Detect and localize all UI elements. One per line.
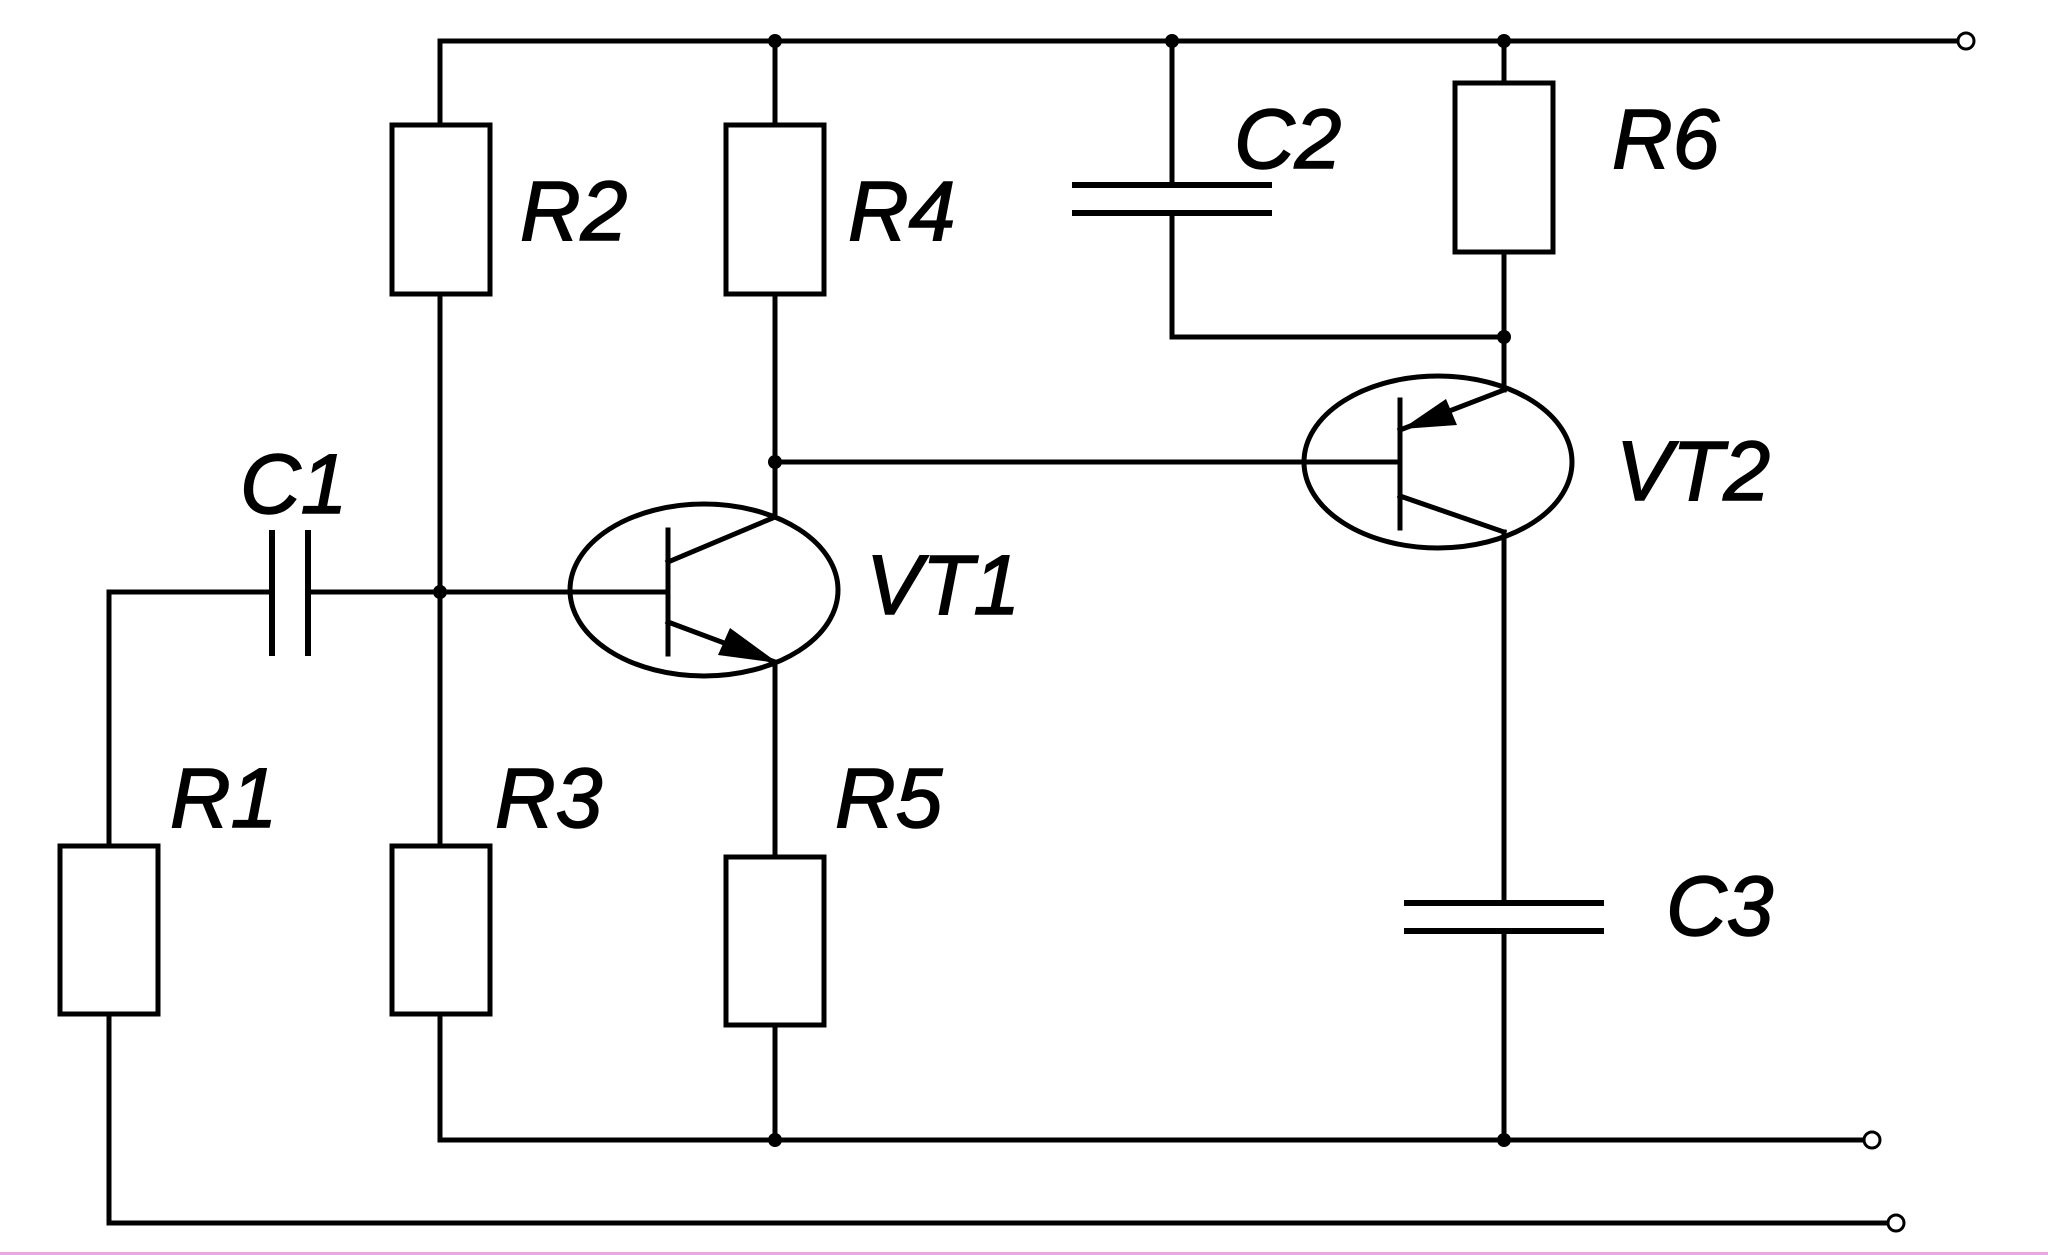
label-vt1: VT1 <box>866 538 1020 632</box>
input-branch <box>106 589 443 1226</box>
terminal-top <box>1956 31 1976 51</box>
capacitor-c1 <box>269 530 311 656</box>
label-c1: C1 <box>240 437 347 531</box>
wires <box>106 38 1961 1226</box>
label-r6: R6 <box>1612 92 1720 186</box>
resistor-r6 <box>1452 80 1556 255</box>
label-c2: C2 <box>1234 92 1341 186</box>
junction-dot <box>768 1133 782 1147</box>
bottom-edge-line <box>0 1252 2048 1255</box>
junction-dot <box>1497 330 1511 344</box>
capacitor-c3 <box>1404 900 1604 934</box>
label-r1: R1 <box>170 751 277 845</box>
label-c3: C3 <box>1666 859 1773 953</box>
c2-branch <box>1169 38 1507 340</box>
resistor-r2 <box>389 122 493 297</box>
junction-dot <box>1165 34 1179 48</box>
junction-dot <box>768 455 782 469</box>
transistor-vt2 <box>1301 373 1575 551</box>
junction-dot <box>1497 34 1511 48</box>
resistor-r1 <box>57 843 161 1017</box>
resistor-r4 <box>723 122 827 297</box>
capacitor-c2 <box>1072 182 1272 216</box>
label-r2: R2 <box>520 164 627 258</box>
label-r5: R5 <box>835 751 943 845</box>
label-r4: R4 <box>848 164 955 258</box>
resistor-r5 <box>723 854 827 1028</box>
terminal-middle <box>1862 1130 1882 1150</box>
junction-dot <box>1497 1133 1511 1147</box>
transistor-vt1 <box>567 501 841 679</box>
junction-dot <box>433 585 447 599</box>
resistor-r3 <box>389 843 493 1017</box>
junctions <box>433 34 1511 1147</box>
vt2-emitter-arrow-icon <box>1402 399 1457 429</box>
vt1-emitter-arrow-icon <box>718 628 778 663</box>
terminal-bottom <box>1886 1213 1906 1233</box>
label-r3: R3 <box>495 751 602 845</box>
label-vt2: VT2 <box>1616 424 1770 518</box>
junction-dot <box>768 34 782 48</box>
